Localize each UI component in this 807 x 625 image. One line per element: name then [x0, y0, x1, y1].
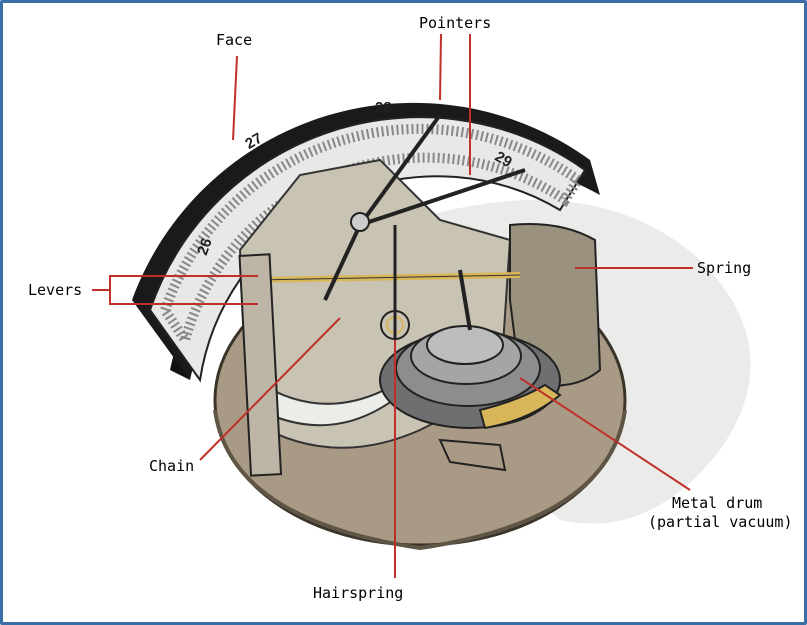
- label-pointers: Pointers: [419, 14, 492, 32]
- pointer-tail: [323, 224, 362, 301]
- leader-metal-drum: [519, 377, 691, 491]
- label-metal-drum-line1: Metal drum: [672, 494, 763, 512]
- left-bracket: [238, 253, 283, 477]
- base-disc-edge: [213, 409, 627, 551]
- drum-tier-4: [426, 325, 504, 365]
- label-hairspring: Hairspring: [313, 584, 404, 602]
- mounting-foot: [438, 438, 507, 472]
- face-rim-outer: [132, 102, 600, 380]
- leader-lines: [92, 33, 693, 578]
- label-face: Face: [216, 31, 253, 49]
- pointer-short: [358, 113, 442, 227]
- leader-face: [232, 55, 238, 141]
- dial-number-26: 26: [194, 236, 216, 257]
- label-spring: Spring: [697, 259, 752, 277]
- dial-number-28: 28: [375, 99, 392, 116]
- pointer-long: [359, 168, 526, 227]
- dial-number-27: 27: [242, 130, 265, 153]
- label-chain: Chain: [149, 457, 195, 475]
- leader-pointers-1: [439, 33, 442, 101]
- dial-scale-band: [159, 123, 585, 352]
- brass-bracket: [478, 383, 562, 430]
- leader-chain: [199, 317, 341, 461]
- label-levers: Levers: [28, 281, 83, 299]
- label-metal-drum-line2: (partial vacuum): [648, 513, 793, 531]
- lever-arm: [458, 269, 472, 331]
- pointer-hub: [350, 212, 370, 232]
- dial-number-29: 29: [492, 148, 515, 171]
